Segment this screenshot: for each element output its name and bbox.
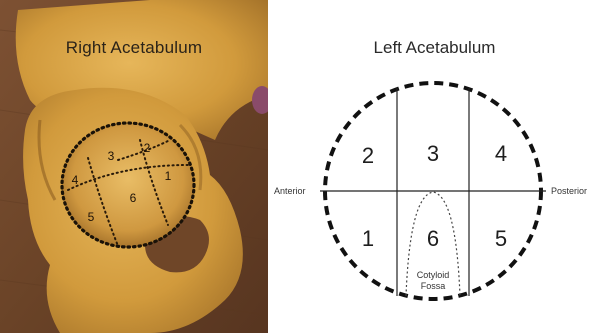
diagram-title: Left Acetabulum xyxy=(373,38,496,57)
acetabulum-diagram-panel: Left Acetabulum Anterior Posterior 2 3 4… xyxy=(268,0,601,333)
cup-dotted-outline xyxy=(60,121,196,249)
bone-photo-illustration xyxy=(0,0,268,333)
photo-zone-2: 2 xyxy=(143,141,151,155)
cotyloid-label: Cotyloid xyxy=(416,270,450,280)
purple-object xyxy=(252,86,268,114)
photo-zone-3: 3 xyxy=(107,149,115,163)
zone-diagram xyxy=(320,81,546,301)
anterior-label: Anterior xyxy=(274,186,306,196)
photo-zone-1: 1 xyxy=(164,169,172,183)
zone-1-label: 1 xyxy=(361,226,375,251)
acetabular-cup xyxy=(62,123,194,247)
zone-2-label: 2 xyxy=(361,143,375,168)
zone-3-label: 3 xyxy=(426,141,440,166)
photo-zone-6: 6 xyxy=(129,191,137,205)
cotyloid-fossa-outline xyxy=(405,191,461,297)
zone-dividers xyxy=(67,139,189,247)
zone-4-label: 4 xyxy=(494,141,508,166)
photo-zone-5: 5 xyxy=(87,210,95,224)
fossa-label: Fossa xyxy=(420,281,446,291)
zone-5-label: 5 xyxy=(494,226,508,251)
acetabulum-photo-panel: Right Acetabulum 1 2 3 4 5 6 xyxy=(0,0,268,333)
posterior-label: Posterior xyxy=(551,186,588,196)
photo-zone-4: 4 xyxy=(71,173,79,187)
photo-title: Right Acetabulum xyxy=(65,38,203,57)
zone-6-label: 6 xyxy=(426,226,440,251)
